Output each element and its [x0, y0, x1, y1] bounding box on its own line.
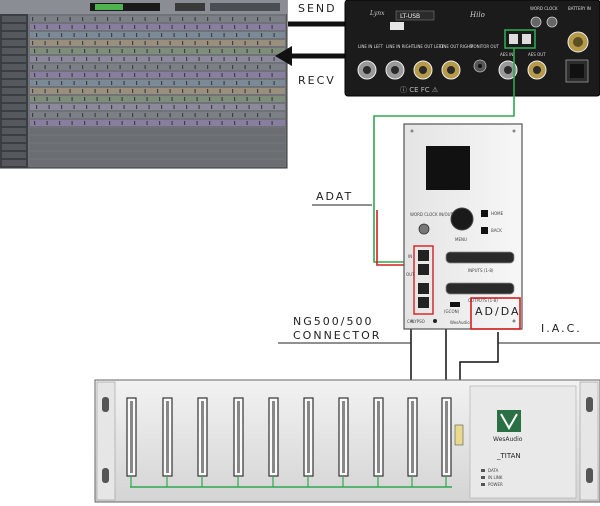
battery-label: BATTERY IN: [568, 6, 591, 11]
module-brand-label: WesAudio: [450, 320, 470, 325]
line-out-left-label: LINE OUT LEFT: [414, 44, 444, 49]
calypso-label: CALYPSO: [407, 319, 425, 324]
line-out-right-label: LINE OUT RIGHT: [440, 44, 473, 49]
monitor-label: MONITOR OUT: [470, 44, 499, 49]
module-screen: [426, 146, 470, 190]
recv-label: RECV: [298, 74, 336, 87]
aes-in-label: AES IN: [500, 52, 513, 57]
rack-led-link: IN LINK: [488, 475, 503, 480]
adat-out-label: OUT: [406, 272, 415, 277]
menu-label: MENU: [455, 237, 467, 242]
iac-label: I.A.C.: [541, 322, 582, 335]
outputs-db25: [445, 282, 515, 295]
interface-model: LT-USB: [400, 13, 420, 20]
adat-port-highlight: [504, 29, 536, 49]
audio-interface: Lynx LT-USB Hilo WORD CLOCK BATTERY IN L…: [344, 0, 600, 97]
rack-led-power: POWER: [488, 482, 503, 487]
inputs-db25: [445, 251, 515, 264]
line-in-left-label: LINE IN LEFT: [358, 44, 384, 49]
module-word-clock-label: WORD CLOCK IN/OUT: [410, 212, 454, 217]
rack-model: _TITAN: [496, 452, 521, 460]
adda-box: [470, 297, 521, 330]
ng500-label: NG500/500 CONNECTOR: [293, 315, 381, 343]
ng500-line1: NG500/500: [293, 315, 374, 328]
inputs-label: INPUTS (1-8): [468, 268, 494, 273]
aes-out-label: AES OUT: [528, 52, 546, 57]
daw-screenshot: [0, 0, 288, 169]
svg-text:ⓘ CE FC ⚠: ⓘ CE FC ⚠: [400, 86, 439, 94]
ng500-line2: CONNECTOR: [293, 329, 382, 342]
adat-cable-red: [376, 210, 414, 266]
calypso-module: MENU HOME BACK WORD CLOCK IN/OUT INPUTS …: [403, 123, 523, 330]
adat-in-label: IN: [408, 254, 412, 259]
daw-tracks: [2, 16, 285, 166]
interface-hilo: Hilo: [469, 11, 485, 19]
menu-knob: [450, 207, 474, 231]
adat-io-highlight: [413, 245, 434, 315]
adda-label: AD/DA: [475, 305, 521, 318]
titan-rack: WesAudio _TITAN DATA IN LINK POWER: [94, 379, 600, 503]
adat-label: ADAT: [316, 190, 354, 203]
recv-arrow: [275, 46, 348, 66]
back-label: BACK: [491, 228, 502, 233]
adat-cable-green: [373, 48, 515, 263]
line-in-right-label: LINE IN RIGHT: [386, 44, 415, 49]
interface-brand: Lynx: [369, 10, 385, 17]
home-label: HOME: [491, 211, 504, 216]
word-clock-label: WORD CLOCK: [530, 6, 558, 11]
outputs-label: OUTPUTS (1-8): [468, 298, 498, 303]
rack-led-data: DATA: [488, 468, 499, 473]
rack-brand: WesAudio: [493, 436, 523, 443]
gcon-label: (GCON): [444, 309, 460, 314]
send-label: SEND: [298, 2, 337, 15]
